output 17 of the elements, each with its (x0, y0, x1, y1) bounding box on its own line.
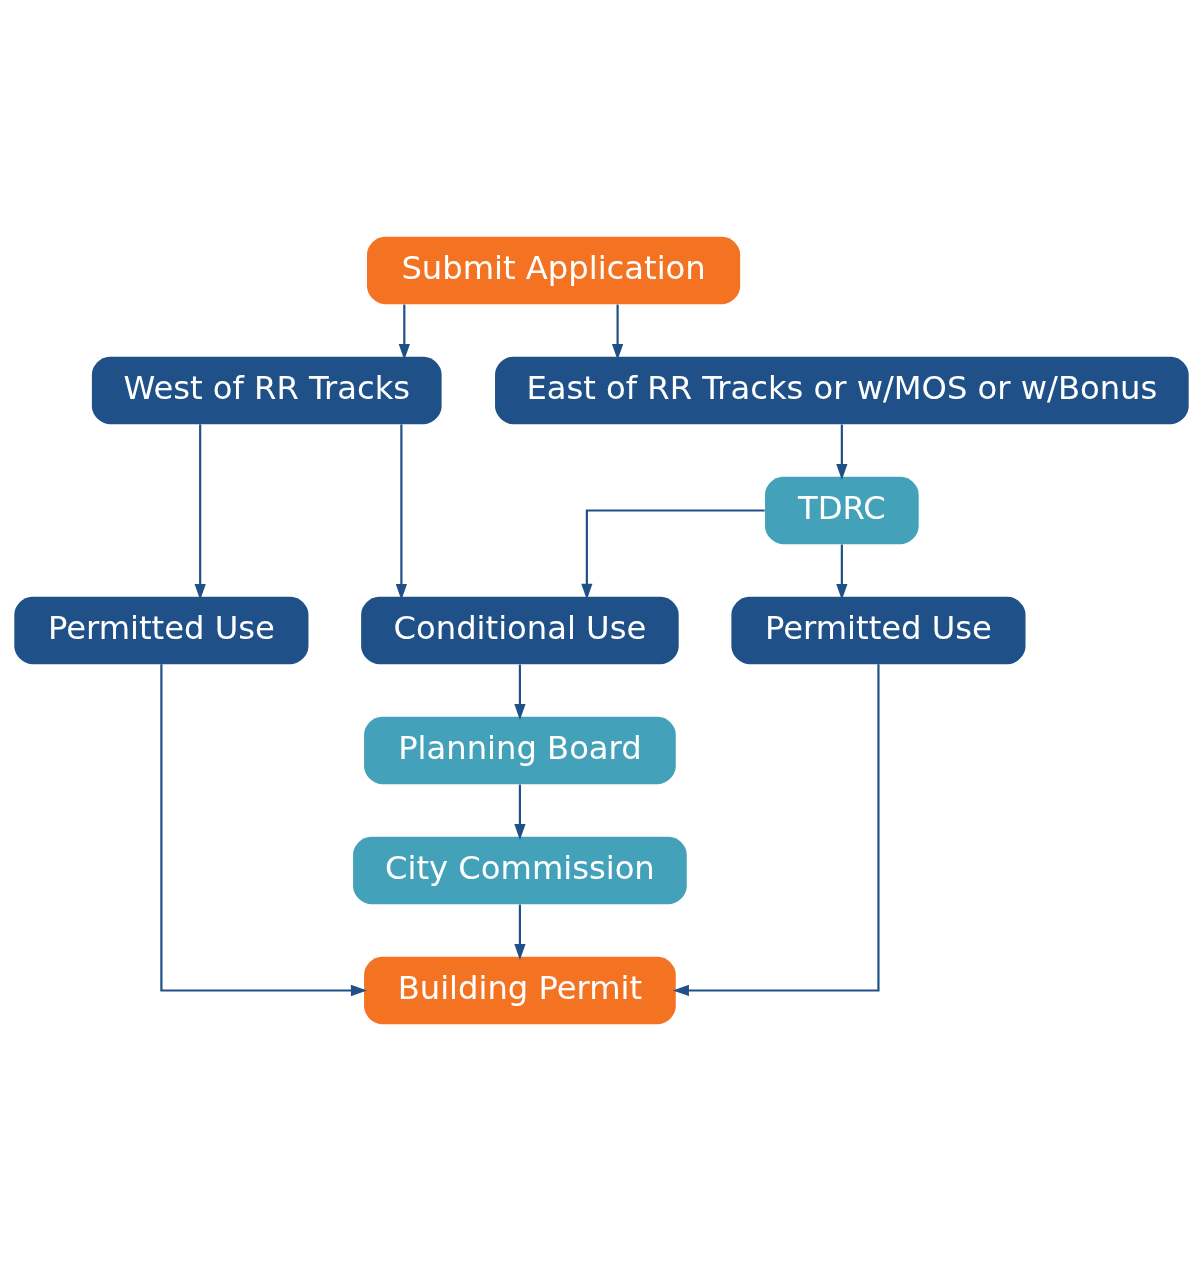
node-box: East of RR Tracks or w/MOS or w/Bonus (495, 356, 1189, 425)
node-box: City Commission (353, 836, 687, 905)
node-box: Conditional Use (361, 596, 679, 665)
arrow (160, 664, 368, 997)
arrow (581, 509, 765, 600)
node-box: Permitted Use (731, 596, 1026, 665)
arrow (514, 664, 526, 721)
node-box: West of RR Tracks (91, 356, 442, 425)
arrow (672, 664, 880, 997)
node-box: Planning Board (364, 716, 676, 785)
arrow (514, 904, 526, 961)
arrow (514, 784, 526, 841)
node-box: Permitted Use (14, 596, 309, 665)
arrow (836, 424, 848, 481)
node-box: Submit Application (367, 236, 741, 305)
node-box: Building Permit (364, 956, 676, 1025)
node-box: TDRC (765, 476, 919, 545)
